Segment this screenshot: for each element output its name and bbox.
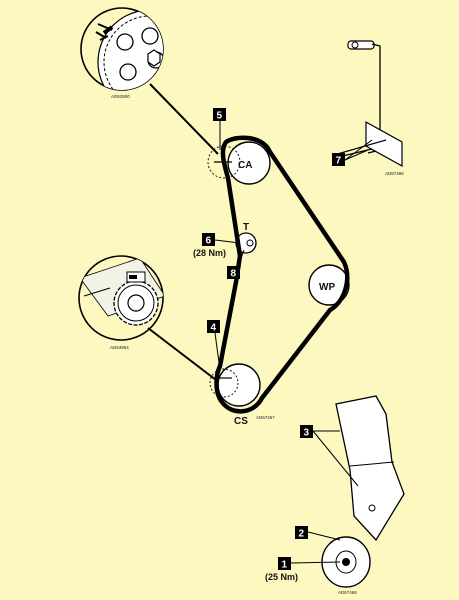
callout-4: 4: [207, 320, 220, 334]
camshaft-label: CA: [238, 160, 252, 171]
svg-text:2: 2: [299, 529, 305, 540]
svg-text:1: 1: [282, 560, 288, 571]
svg-text:8: 8: [231, 269, 237, 280]
torque-label-6: (28 Nm): [193, 248, 226, 258]
cam-alignment-circle: [207, 145, 241, 179]
torque-label-1: (25 Nm): [265, 572, 298, 582]
crankshaft-pulley: [217, 363, 261, 407]
water-pump-pulley: [308, 264, 350, 306]
ref-code-mid: AD63964: [110, 345, 129, 350]
camshaft-pulley: [227, 141, 271, 185]
callout-3: 3: [300, 425, 313, 439]
callout-5: 5: [213, 108, 226, 122]
crankshaft-label: CS: [234, 416, 248, 427]
belt-layout: CA WP CS T AD67467: [207, 135, 350, 427]
svg-text:7: 7: [336, 156, 342, 167]
leader-line-mid: [147, 327, 217, 381]
leader-line-top: [149, 83, 219, 155]
svg-text:6: 6: [206, 236, 212, 247]
bracket-detail: AD67466: [333, 40, 404, 176]
ref-code-top: AD63900: [111, 94, 130, 99]
svg-text:4: 4: [211, 323, 217, 334]
crank-alignment-circle: [209, 368, 239, 398]
callout-8: 8: [227, 266, 240, 280]
ref-code-belt: AD67467: [256, 415, 275, 420]
water-pump-label: WP: [319, 282, 335, 293]
ref-code-bracket: AD67466: [385, 171, 404, 176]
crankshaft-gear-detail: AD63964: [78, 255, 164, 350]
svg-text:3: 3: [304, 428, 310, 439]
ref-code-cover: AD67468: [338, 590, 357, 595]
timing-belt: [214, 135, 350, 414]
callout-6: 6: [202, 233, 215, 247]
camshaft-gear-detail: AD63900: [80, 7, 164, 99]
callout-1: 1: [278, 557, 291, 571]
tensioner-label: T: [243, 222, 249, 233]
svg-text:5: 5: [217, 111, 223, 122]
callout-7: 7: [332, 153, 345, 167]
cover-detail: AD67468: [321, 395, 405, 595]
callout-2: 2: [295, 526, 308, 540]
